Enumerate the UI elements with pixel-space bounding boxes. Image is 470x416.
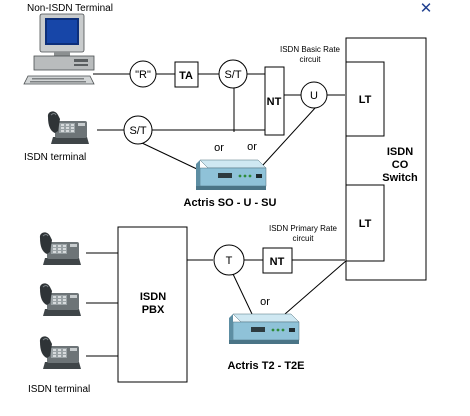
co-switch-label-2: CO: [392, 159, 409, 171]
u-label: U: [310, 90, 318, 102]
primary-rate-caption-1: ISDN Primary Rate: [269, 224, 338, 233]
u-reference-point: [300, 81, 328, 109]
pbx-label-2: PBX: [142, 304, 165, 316]
st-top-label: S/T: [224, 69, 241, 81]
lt-top-label: LT: [359, 94, 372, 106]
non-isdn-terminal-label: Non-ISDN Terminal: [27, 3, 113, 14]
actris-su-device-icon: [195, 159, 267, 191]
basic-rate-caption-1: ISDN Basic Rate: [280, 45, 341, 54]
basic-rate-caption-2: circuit: [300, 55, 322, 64]
t-label: T: [226, 255, 233, 267]
connection-lines: [86, 73, 348, 357]
ta-box: [174, 61, 199, 88]
nt-bottom-label: NT: [270, 256, 285, 268]
nt-top-label: NT: [267, 96, 282, 108]
desktop-computer-icon: [23, 13, 95, 85]
lt-bottom-label: LT: [359, 218, 372, 230]
st-mid-label: S/T: [129, 125, 146, 137]
pbx-phone-2-icon: [39, 282, 82, 317]
r-label: "R": [135, 69, 151, 81]
pbx-phone-1-icon: [39, 231, 82, 266]
isdn-terminal-top-label: ISDN terminal: [24, 152, 86, 163]
actris-t2-device-icon: [228, 313, 300, 345]
lt-bottom-box: [345, 184, 385, 262]
pbx-phone-3-icon: [39, 335, 82, 370]
nt-top-box: [264, 66, 285, 136]
or-label-3: or: [260, 296, 270, 308]
isdn-terminal-bottom-label: ISDN terminal: [28, 384, 90, 395]
or-label-1: or: [214, 142, 224, 154]
r-reference-point: [129, 60, 157, 88]
st-top-reference-point: [218, 59, 248, 89]
primary-rate-caption-2: circuit: [293, 234, 315, 243]
pbx-label-1: ISDN: [140, 291, 166, 303]
actris-t2-label: Actris T2 - T2E: [227, 360, 304, 372]
t-reference-point: [213, 244, 245, 276]
lt-top-box: [345, 61, 385, 137]
or-label-2: or: [247, 141, 257, 153]
isdn-phone-top-icon: [47, 110, 90, 145]
isdn-pbx-box: [117, 226, 188, 383]
actris-su-label: Actris SO - U - SU: [184, 197, 277, 209]
nt-bottom-box: [262, 247, 293, 274]
st-mid-reference-point: [123, 115, 153, 145]
ta-label: TA: [179, 70, 193, 82]
close-x-icon[interactable]: ✕: [419, 0, 433, 17]
co-switch-label-3: Switch: [382, 172, 418, 184]
co-switch-label-1: ISDN: [387, 146, 413, 158]
